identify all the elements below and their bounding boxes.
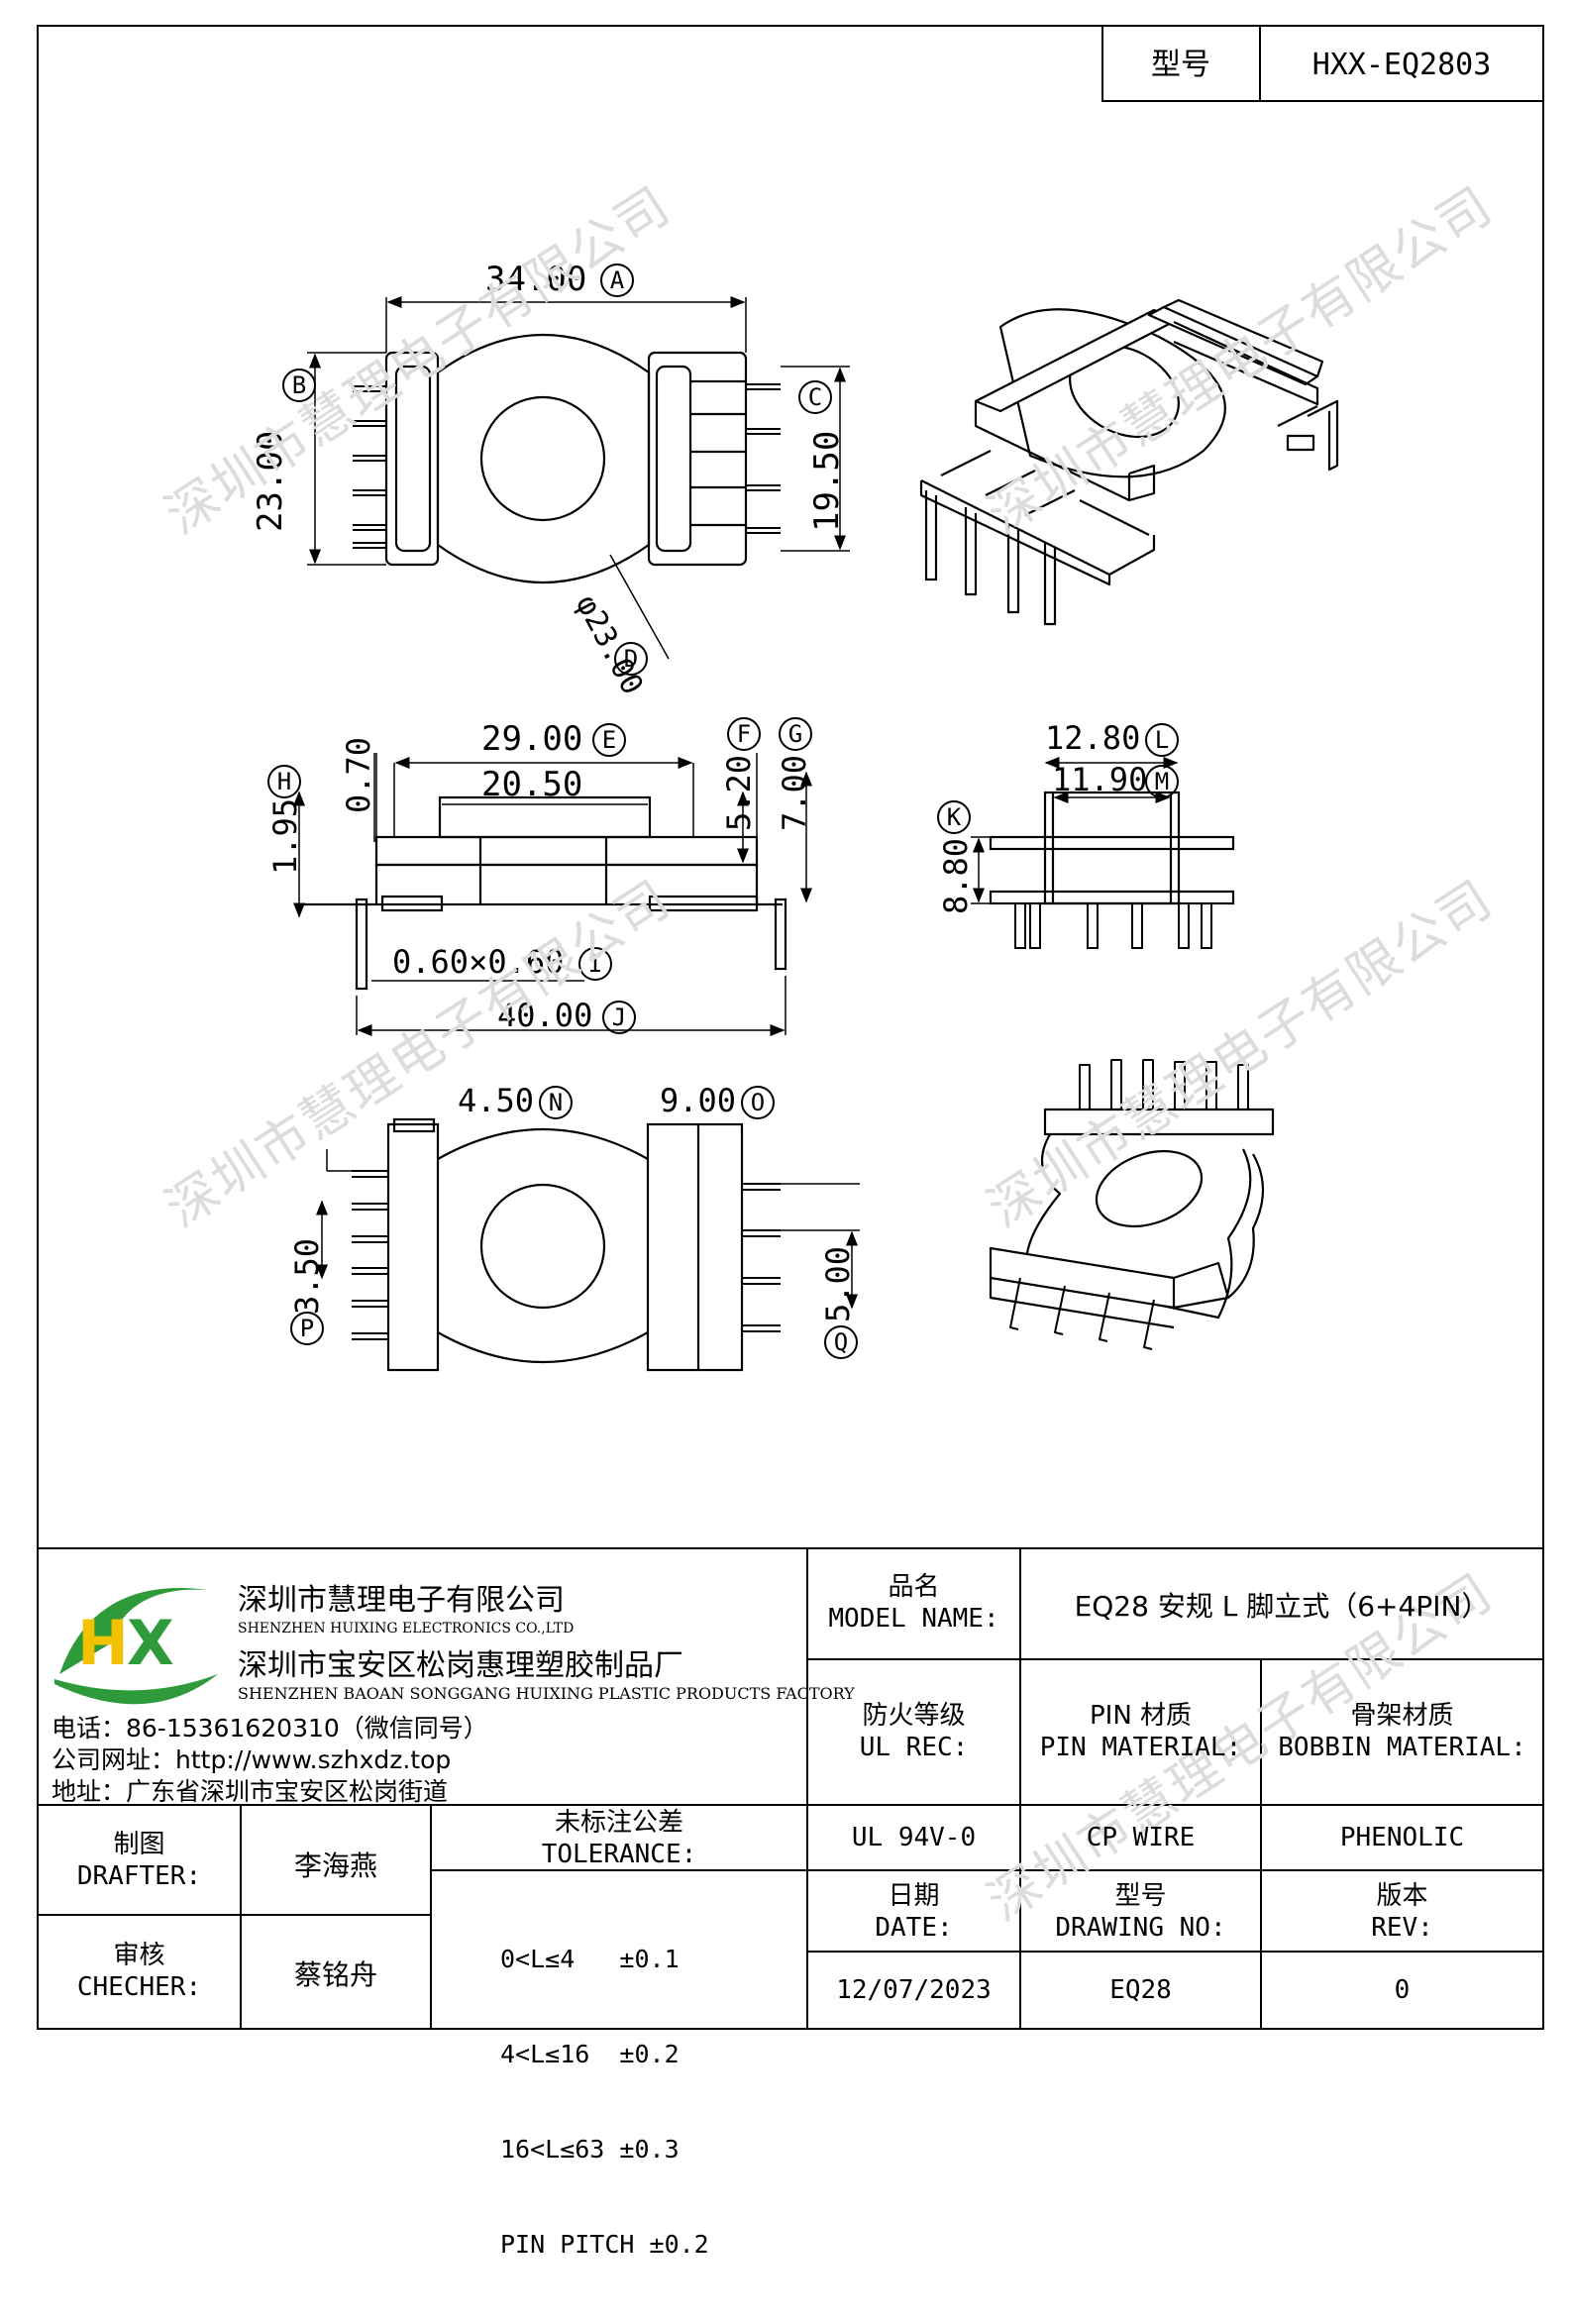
company-logo: H X bbox=[54, 1588, 218, 1705]
drafter-value: 李海燕 bbox=[293, 1849, 377, 1882]
dim-n-value: 4.50 bbox=[458, 1082, 535, 1119]
end-view bbox=[971, 757, 1235, 949]
company-name-en: SHENZHEN HUIXING ELECTRONICS CO.,LTD bbox=[238, 1621, 575, 1637]
dim-m-value: 11.90 bbox=[1052, 761, 1148, 798]
tolerance-row: 0<L≤4 ±0.1 bbox=[500, 1945, 680, 1973]
dim-p-tag: P bbox=[290, 1312, 324, 1345]
dim-k-value: 8.80 bbox=[937, 837, 975, 914]
dim-e-value: 29.00 bbox=[481, 719, 583, 759]
company-website[interactable]: 公司网址：http://www.szhxdz.top bbox=[52, 1745, 452, 1774]
dim-n-tag: N bbox=[539, 1086, 573, 1119]
svg-text:H: H bbox=[77, 1607, 129, 1679]
checker-value: 蔡铭舟 bbox=[293, 1958, 377, 1991]
drawing-sheet: 型号 HXX-EQ2803 bbox=[37, 25, 1544, 2030]
dim-j-tag: J bbox=[602, 1001, 636, 1034]
dim-c-value: 19.50 bbox=[807, 430, 847, 532]
tolerance-row: 4<L≤16 ±0.2 bbox=[500, 2040, 680, 2068]
dim-q-value: 5.00 bbox=[819, 1245, 857, 1322]
isometric-view-bottom bbox=[989, 1059, 1275, 1350]
header-model-box: 型号 HXX-EQ2803 bbox=[1101, 25, 1544, 102]
header-model-value: HXX-EQ2803 bbox=[1312, 48, 1492, 82]
dim-l-value: 12.80 bbox=[1045, 719, 1141, 757]
dim-o-value: 9.00 bbox=[660, 1082, 737, 1119]
dim-f-value: 5.20 bbox=[720, 754, 758, 831]
dim-i-tag: I bbox=[578, 947, 612, 981]
date-value: 12/07/2023 bbox=[836, 1975, 992, 2005]
drawing-no-value: EQ28 bbox=[1109, 1975, 1172, 2005]
company-address: 地址：广东省深圳市宝安区松岗街道 bbox=[52, 1777, 449, 1806]
tolerance-list: 0<L≤4 ±0.1 4<L≤16 ±0.2 16<L≤63 ±0.3 PIN … bbox=[500, 1880, 709, 2324]
dim-g-value: 7.00 bbox=[776, 754, 813, 831]
dim-j-value: 40.00 bbox=[497, 997, 593, 1034]
dim-f-tag: F bbox=[727, 717, 761, 751]
ul-rec-value: UL 94V-0 bbox=[851, 1823, 977, 1852]
dim-a-tag: A bbox=[600, 264, 634, 297]
dim-h-tag: H bbox=[267, 765, 301, 798]
svg-text:X: X bbox=[127, 1607, 174, 1679]
company-phone: 电话：86-15361620310（微信同号） bbox=[52, 1714, 488, 1743]
dim-h2-value: 0.70 bbox=[340, 736, 377, 813]
company-name-cn: 深圳市慧理电子有限公司 bbox=[238, 1583, 565, 1618]
dim-k-tag: K bbox=[937, 800, 971, 834]
dim-e-tag: E bbox=[592, 723, 626, 757]
side-view bbox=[293, 753, 812, 1036]
drawing-frame bbox=[37, 25, 1544, 2030]
isometric-view-top bbox=[919, 298, 1339, 626]
rev-value: 0 bbox=[1394, 1975, 1411, 2005]
title-block-grid bbox=[38, 1547, 1543, 2029]
dim-e2-value: 20.50 bbox=[481, 765, 583, 804]
dim-b-tag: B bbox=[282, 369, 316, 402]
dim-m-tag: M bbox=[1145, 765, 1179, 798]
dim-c-tag: C bbox=[798, 380, 832, 414]
bobbin-material-value: PHENOLIC bbox=[1339, 1823, 1465, 1852]
dim-q-tag: Q bbox=[824, 1325, 858, 1359]
tolerance-row: PIN PITCH ±0.2 bbox=[500, 2230, 709, 2259]
dim-i-value: 0.60×0.60 bbox=[392, 943, 565, 981]
header-model-label: 型号 bbox=[1151, 48, 1210, 82]
bottom-view bbox=[316, 1117, 860, 1372]
pin-material-value: CP WIRE bbox=[1086, 1823, 1196, 1852]
dim-o-tag: O bbox=[741, 1086, 775, 1119]
model-name-value: EQ28 安规 L 脚立式（6+4PIN） bbox=[1074, 1590, 1490, 1623]
dim-p-value: 3.50 bbox=[288, 1237, 326, 1315]
dim-l-tag: L bbox=[1145, 723, 1179, 757]
dim-d-tag: D bbox=[614, 642, 648, 676]
tolerance-row: 16<L≤63 ±0.3 bbox=[500, 2135, 680, 2164]
factory-name-cn: 深圳市宝安区松岗惠理塑胶制品厂 bbox=[238, 1648, 683, 1683]
dim-a-value: 34.00 bbox=[485, 260, 587, 299]
dim-g-tag: G bbox=[779, 717, 812, 751]
dim-h-value: 1.95 bbox=[266, 797, 304, 875]
factory-name-en: SHENZHEN BAOAN SONGGANG HUIXING PLASTIC … bbox=[238, 1684, 855, 1703]
